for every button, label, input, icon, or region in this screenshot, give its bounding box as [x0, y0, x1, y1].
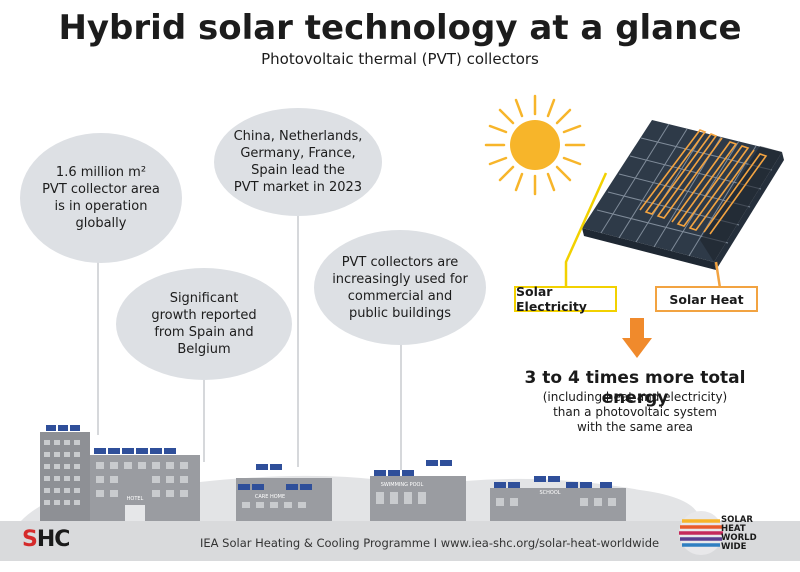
bubble-growth: Significant growth reported from Spain a… — [116, 268, 292, 380]
bubble-growth-line2: growth reported — [151, 308, 257, 323]
building-school: SCHOOL — [490, 476, 626, 522]
building-care-home: CARE HOME — [236, 464, 332, 522]
hotel-label: HOTEL — [127, 496, 144, 502]
bubble-pvt-markets: China, Netherlands, Germany, France, Spa… — [214, 108, 382, 216]
shc-logo: SHC — [22, 527, 70, 552]
bubble-markets-line1: China, Netherlands, — [233, 129, 363, 144]
bubble-commercial-buildings: PVT collectors are increasingly used for… — [314, 230, 486, 345]
electricity-connector — [564, 172, 608, 288]
page-subtitle: Photovoltaic thermal (PVT) collectors — [261, 50, 539, 68]
bubble-stick-markets — [297, 205, 299, 467]
bubble-buildings-line2: increasingly used for — [332, 271, 468, 287]
badge-line4: WIDE — [721, 542, 747, 552]
bubble-buildings-line1: PVT collectors are — [341, 254, 459, 270]
bubble-growth-line4: Belgium — [177, 342, 231, 357]
bubble-growth-line1: Significant — [169, 291, 239, 306]
solar-heat-worldwide-text: SOLAR HEAT WORLD WIDE — [721, 516, 757, 552]
bubble-area-line2: PVT collector area — [42, 182, 160, 197]
bubble-pvt-area: 1.6 million m² PVT collector area is in … — [20, 133, 182, 263]
energy-line1: (including heat and electricity) — [542, 390, 728, 404]
page-title: Hybrid solar technology at a glance — [58, 8, 742, 48]
heat-connector — [714, 261, 722, 289]
energy-explanation: (including heat and electricity) than a … — [520, 390, 750, 435]
bubble-markets-line3: Spain lead the — [251, 163, 345, 178]
pool-label: SWIMMING POOL — [381, 482, 424, 488]
footer-bar — [0, 521, 800, 561]
pvt-panel — [582, 120, 784, 270]
energy-line2: than a photovoltaic system — [553, 405, 717, 419]
sun-icon — [484, 94, 586, 196]
bubble-area-line3: is in operation — [54, 199, 148, 214]
solar-heat-worldwide-badge — [679, 511, 723, 555]
bubble-growth-line3: from Spain and — [154, 325, 254, 340]
building-hotel: HOTEL — [90, 448, 200, 522]
bubble-buildings-line3: commercial and — [347, 288, 453, 304]
bubble-markets-line2: Germany, France, — [240, 146, 356, 161]
building-tower — [40, 425, 90, 522]
solar-electricity-label: Solar Electricity — [514, 284, 617, 314]
energy-headline: 3 to 4 times more total energy — [524, 368, 746, 408]
solar-heat-label: Solar Heat — [655, 286, 758, 312]
badge-line2: HEAT — [721, 524, 746, 534]
bubble-area-line1: 1.6 million m² — [55, 165, 147, 180]
footer-credit: IEA Solar Heating & Cooling Programme I … — [200, 536, 660, 550]
energy-line3: with the same area — [576, 420, 694, 434]
bubble-area-line4: globally — [75, 216, 127, 231]
building-swimming-pool: SWIMMING POOL — [370, 460, 466, 522]
bubble-stick-buildings — [400, 340, 402, 470]
bubble-buildings-line4: public buildings — [348, 305, 452, 321]
bubble-stick-area — [97, 225, 99, 435]
school-label: SCHOOL — [539, 490, 560, 496]
badge-line3: WORLD — [721, 533, 757, 543]
down-arrow-icon — [622, 318, 652, 358]
bubble-markets-line4: PVT market in 2023 — [233, 180, 363, 195]
badge-line1: SOLAR — [721, 515, 753, 525]
bubble-stick-growth — [203, 372, 205, 462]
care-home-label: CARE HOME — [255, 494, 285, 500]
